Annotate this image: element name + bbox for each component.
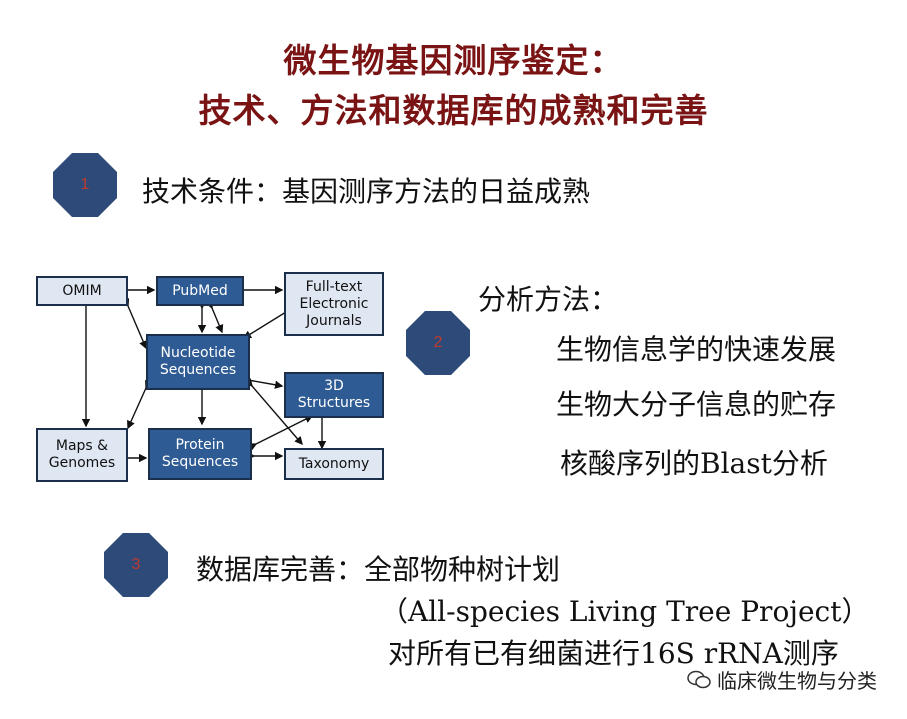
- title-line-1: 微生物基因测序鉴定：: [283, 41, 624, 80]
- item-2-line-2: 生物大分子信息的贮存: [556, 388, 837, 421]
- box-pubmed: PubMed: [156, 276, 244, 306]
- watermark-text: 临床微生物与分类: [717, 669, 877, 693]
- box-omim: OMIM: [36, 276, 128, 306]
- wechat-icon: [687, 670, 711, 688]
- box-fulltext-journals: Full-text Electronic Journals: [284, 272, 384, 336]
- box-3d-structures: 3D Structures: [284, 372, 384, 418]
- number-badge-1: 1: [52, 152, 118, 218]
- box-nucleotide-sequences: Nucleotide Sequences: [146, 334, 250, 390]
- title-line-2: 技术、方法和数据库的成熟和完善: [198, 91, 709, 130]
- octagon-icon: [53, 153, 117, 217]
- item-3-line-1: （All-species Living Tree Project）: [380, 595, 870, 628]
- number-badge-3: 3: [103, 532, 169, 598]
- badge-number: 2: [433, 334, 443, 351]
- box-maps-genomes: Maps & Genomes: [36, 428, 128, 482]
- item-3-heading: 数据库完善：全部物种树计划: [196, 553, 561, 586]
- watermark: 临床微生物与分类: [687, 665, 877, 694]
- item-3-line-2: 对所有已有细菌进行16S rRNA测序: [388, 637, 839, 670]
- badge-number: 1: [80, 176, 90, 193]
- database-diagram: OMIM PubMed Full-text Electronic Journal…: [30, 268, 390, 488]
- octagon-icon: [406, 311, 470, 375]
- octagon-icon: [104, 533, 168, 597]
- badge-number: 3: [131, 556, 141, 573]
- item-1-text: 技术条件：基因测序方法的日益成熟: [142, 175, 591, 208]
- box-taxonomy: Taxonomy: [284, 448, 384, 480]
- item-2-line-1: 生物信息学的快速发展: [556, 333, 837, 366]
- diagram-connectors: [81, 285, 327, 463]
- box-protein-sequences: Protein Sequences: [148, 428, 252, 480]
- item-2-line-3: 核酸序列的Blast分析: [560, 447, 828, 480]
- item-2-heading: 分析方法：: [478, 283, 619, 316]
- number-badge-2: 2: [405, 310, 471, 376]
